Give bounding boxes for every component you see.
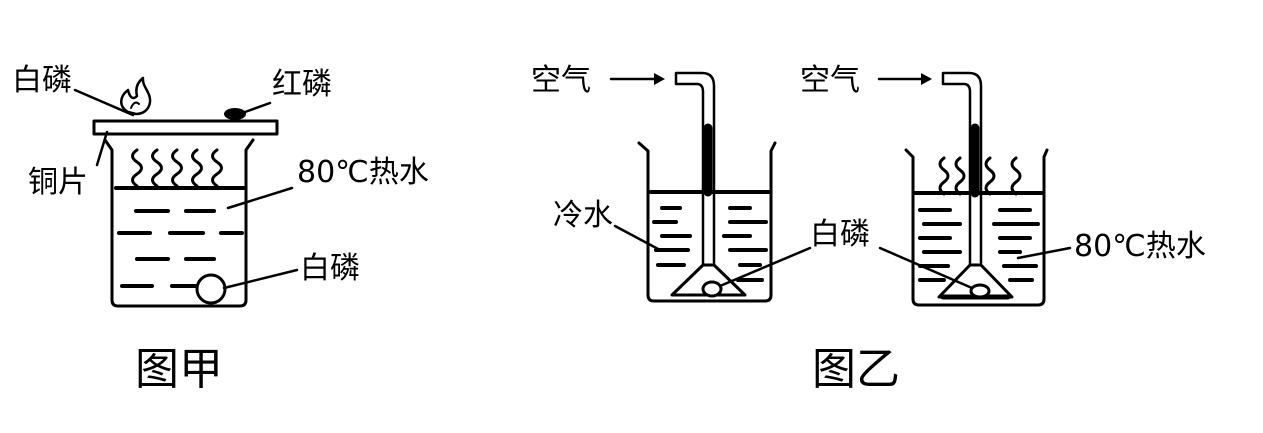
label-white-phosphorus-top: 白磷 (12, 63, 72, 98)
label-hot-water-a: 80℃热水 (297, 155, 429, 190)
caption-figure-a: 图甲 (135, 344, 223, 395)
air-tube-b-right (941, 71, 983, 267)
water-dashes-b-right (918, 208, 1040, 282)
vapor-a (131, 148, 223, 188)
figure-b-left-apparatus (609, 71, 777, 303)
flame-icon (120, 76, 152, 116)
white-phosphorus-b-left (701, 280, 723, 298)
arrow-air-b-right (877, 73, 932, 85)
funnel-b-left (670, 263, 747, 297)
caption-figure-b: 图乙 (812, 344, 900, 395)
beaker-b-left (637, 141, 777, 303)
beaker-b-right (904, 148, 1049, 307)
leaders-b-white-phosphorus (718, 246, 974, 290)
white-phosphorus-b-right (969, 283, 991, 299)
water-dashes-b-left (652, 206, 768, 282)
label-white-phosphorus-b: 白磷 (810, 217, 870, 252)
label-cold-water: 冷水 (553, 198, 613, 233)
funnel-b-right (937, 263, 1014, 299)
arrow-air-b-left (609, 73, 665, 85)
beaker-a (103, 138, 255, 308)
label-copper-sheet: 铜片 (28, 165, 88, 200)
label-air-b-left: 空气 (531, 63, 591, 98)
air-tube-b-left (674, 71, 716, 267)
label-air-b-right: 空气 (800, 63, 860, 98)
copper-sheet (92, 119, 279, 136)
label-white-phosphorus-bottom: 白磷 (300, 251, 360, 286)
figure-a-apparatus (73, 76, 299, 308)
figure-b-right-apparatus (877, 71, 1072, 307)
vapor-b-right (938, 156, 1022, 196)
leaders-a (73, 88, 299, 290)
label-hot-water-b: 80℃热水 (1074, 229, 1206, 264)
label-red-phosphorus: 红磷 (272, 67, 332, 102)
white-phosphorus-underwater (195, 273, 227, 305)
water-dashes-a (117, 209, 244, 288)
red-phosphorus-lump (224, 108, 246, 120)
